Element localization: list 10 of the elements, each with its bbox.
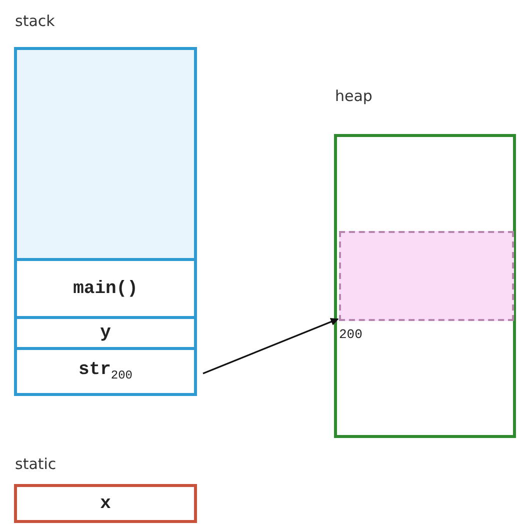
- variable-name: x: [100, 494, 111, 514]
- variable-name: y: [100, 323, 111, 343]
- section-heading: stack: [15, 12, 55, 30]
- stack-free-area: [17, 50, 194, 258]
- section-heading: heap: [335, 87, 372, 105]
- address-label: 200: [339, 327, 362, 342]
- arrow: [202, 318, 339, 374]
- variable-name: str$_{200}$: [78, 360, 132, 383]
- section-heading: static: [15, 455, 56, 473]
- variable-name: main(): [73, 278, 138, 298]
